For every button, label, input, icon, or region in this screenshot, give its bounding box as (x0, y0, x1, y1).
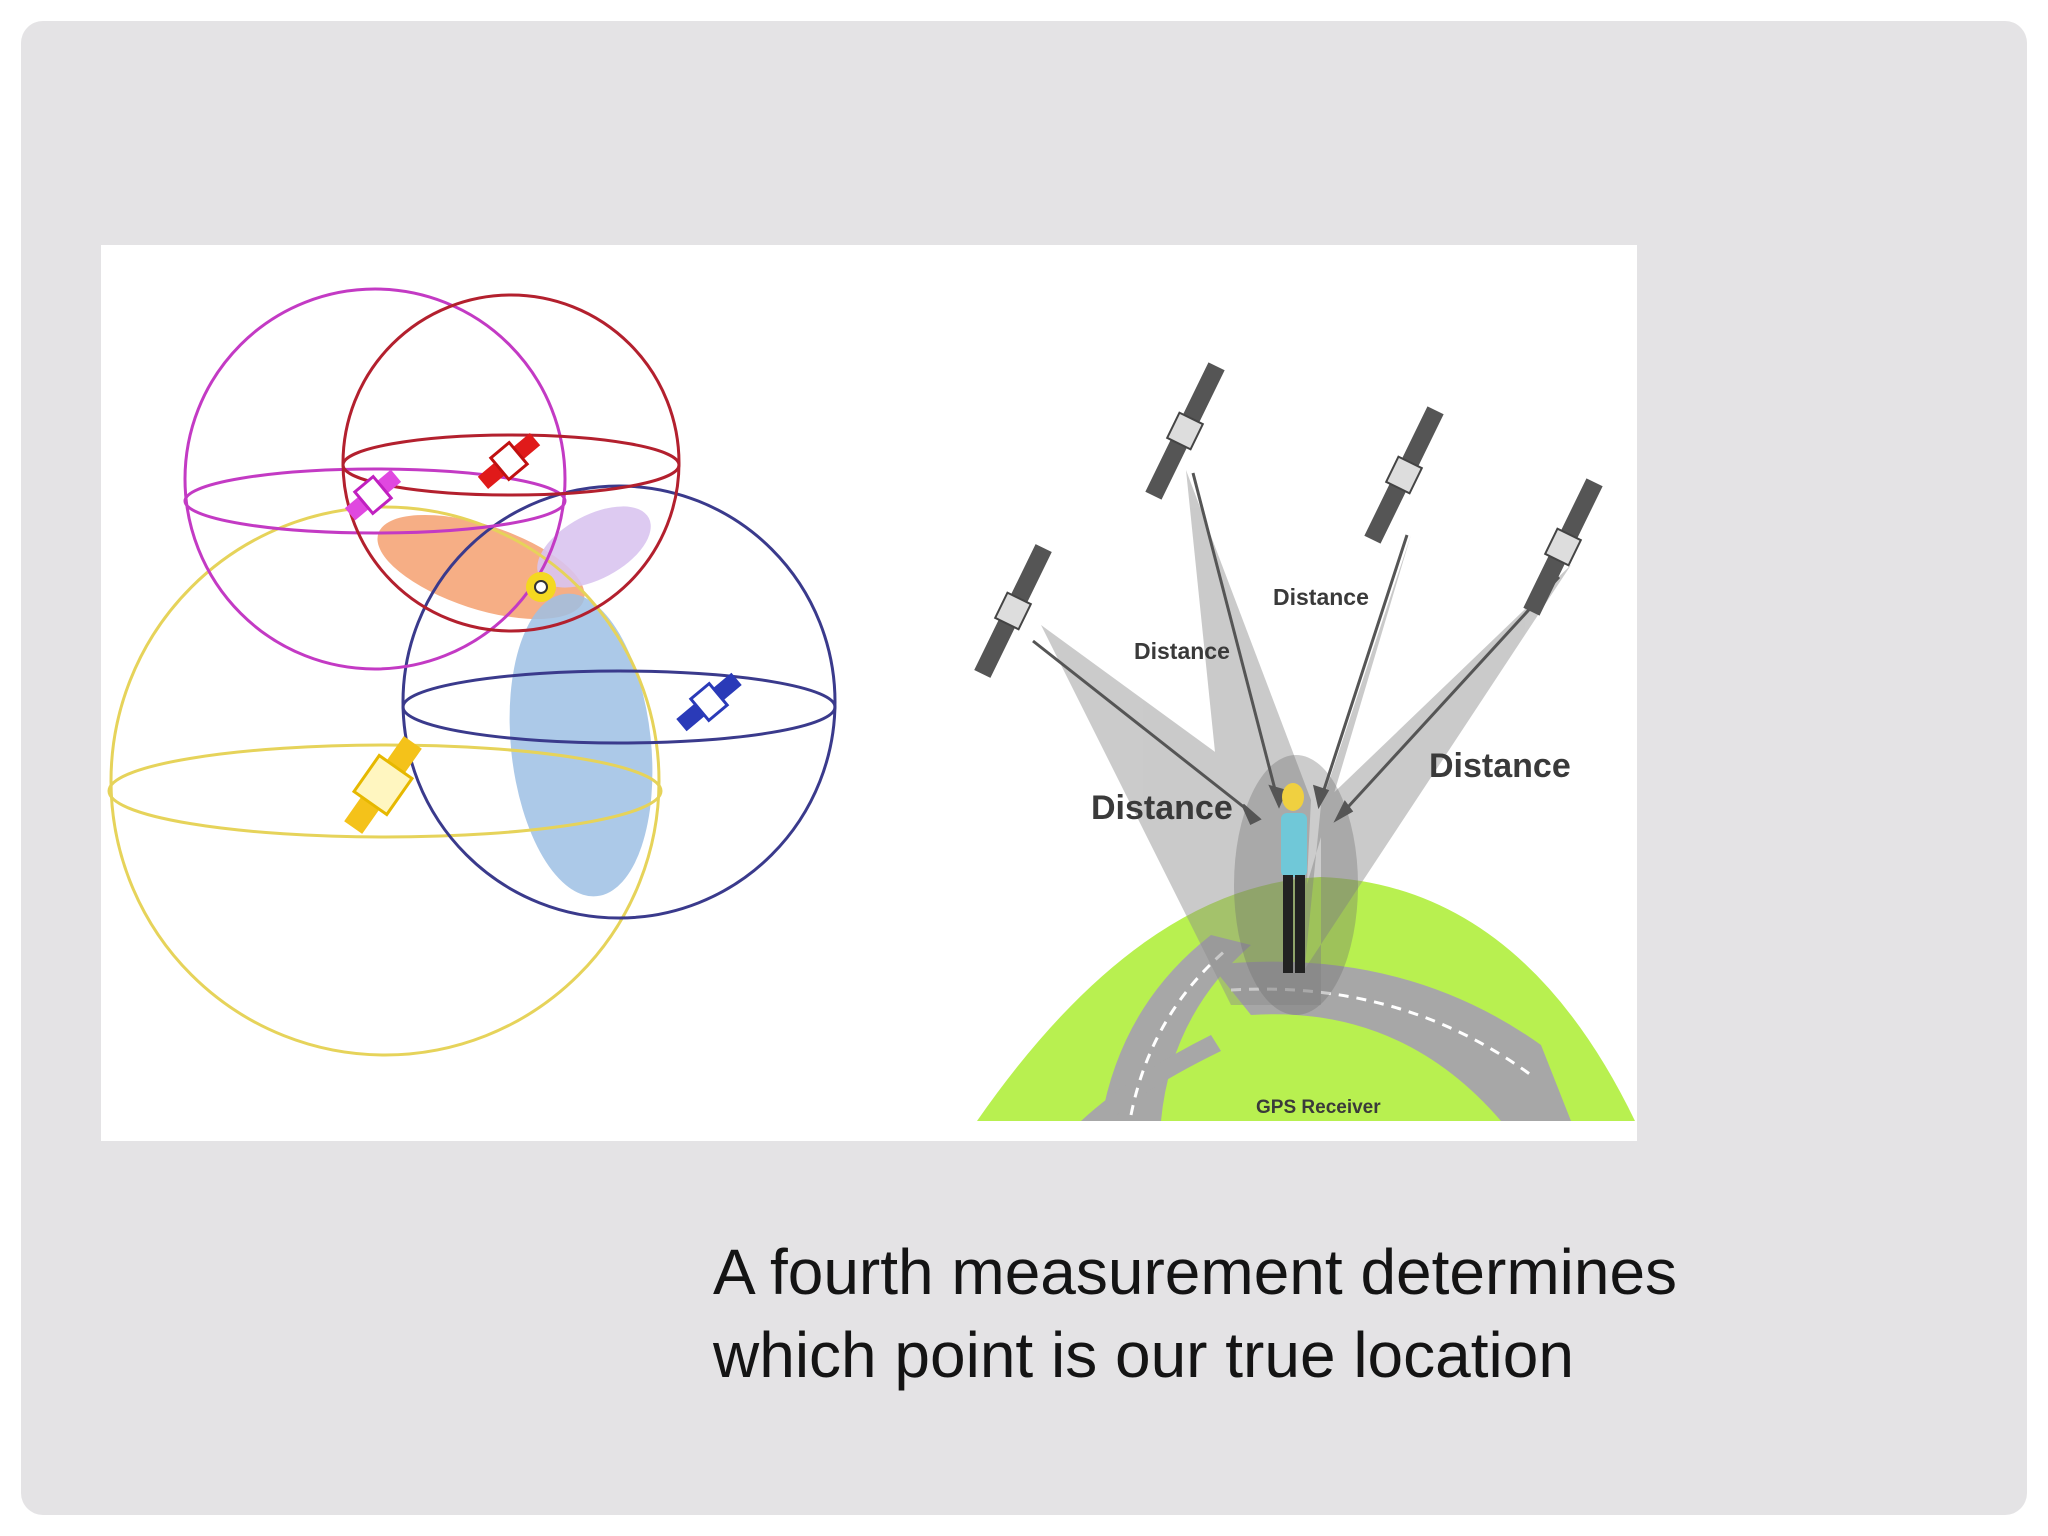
sphere-magenta (183, 287, 567, 671)
gps-receiver-diagram: Distance Distance Distance Distance GPS … (974, 362, 1635, 1121)
satellite-2-icon (1145, 362, 1225, 500)
intersection-lavender (537, 506, 651, 588)
satellite-4-icon (1523, 478, 1603, 616)
trilateration-spheres (107, 287, 837, 1057)
distance-label-right: Distance (1429, 747, 1571, 785)
road-centerline (1129, 948, 1532, 1116)
slide: Distance Distance Distance Distance GPS … (21, 21, 2027, 1515)
gps-diagram: Distance Distance Distance Distance GPS … (107, 287, 1635, 1121)
road-right (1211, 961, 1571, 1121)
satellite-yellow-icon (344, 736, 422, 834)
sphere-yellow (107, 505, 663, 1057)
satellite-1-icon (974, 544, 1052, 678)
satellite-3-icon (1364, 406, 1444, 544)
road-left (1101, 935, 1251, 1121)
satellite-red-icon (477, 433, 541, 489)
satellite-blue-icon (676, 672, 742, 732)
caption-line-1: A fourth measurement determines (713, 1236, 1678, 1308)
gps-figure: Distance Distance Distance Distance GPS … (101, 245, 1637, 1141)
gps-receiver-person-icon (1281, 783, 1307, 973)
signal-cones (1041, 470, 1571, 1005)
intersection-blue (509, 593, 653, 897)
sphere-blue (401, 484, 837, 920)
satellite-magenta-icon (344, 469, 402, 521)
sphere-red (341, 293, 681, 633)
gps-receiver-label: GPS Receiver (1256, 1097, 1381, 1118)
slide-caption: A fourth measurement determines which po… (713, 1231, 2013, 1397)
distance-label-left: Distance (1091, 789, 1233, 827)
distance-label-upper-left: Distance (1134, 638, 1230, 664)
distance-label-top: Distance (1273, 584, 1369, 610)
distance-arrows (1032, 472, 1561, 826)
caption-line-2: which point is our true location (713, 1319, 1574, 1391)
intersection-point-icon (526, 572, 556, 602)
road-branch (1081, 1035, 1221, 1121)
